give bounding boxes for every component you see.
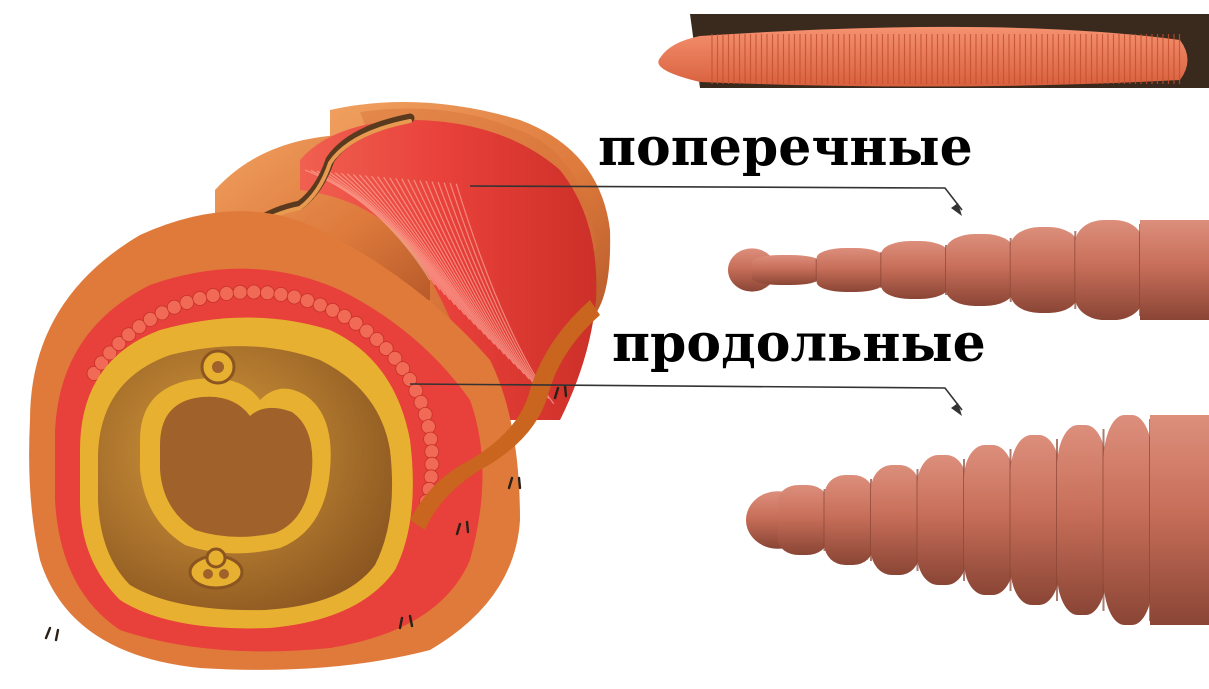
label-transverse: поперечные [598, 122, 973, 174]
label-longitudinal: продольные [612, 318, 986, 370]
worm-cross-section [29, 102, 610, 670]
worm-transverse-contracted [728, 220, 1209, 320]
top-worm-illustration [658, 14, 1209, 88]
worm-longitudinal-contracted [746, 415, 1209, 625]
